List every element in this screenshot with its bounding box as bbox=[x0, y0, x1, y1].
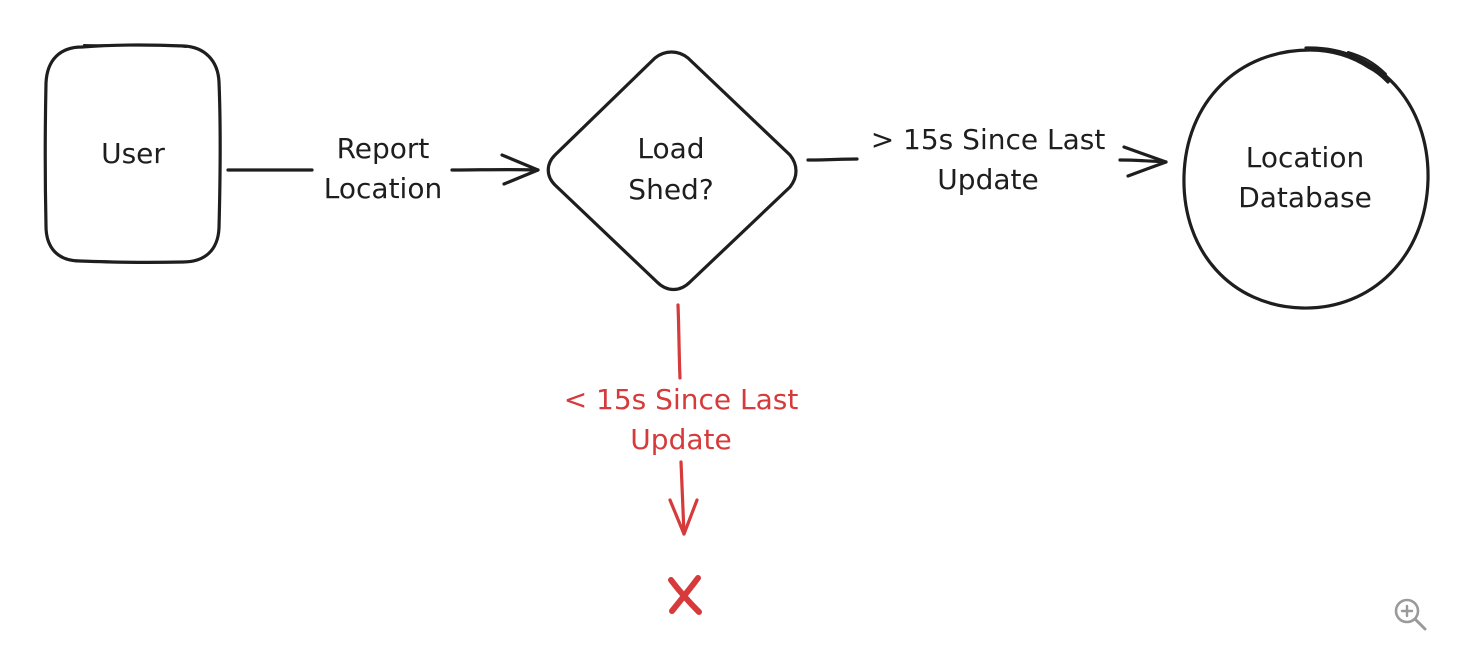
user-label: User bbox=[101, 137, 165, 170]
edge-accepted: > 15s Since Last Update bbox=[806, 123, 1168, 196]
location-database-label-1: Location bbox=[1246, 141, 1364, 174]
edge-rejected-label-2: Update bbox=[630, 423, 731, 456]
edge-report-location: Report Location bbox=[226, 132, 540, 205]
edge-accepted-line-a bbox=[806, 157, 859, 162]
edge-accepted-label-2: Update bbox=[937, 163, 1038, 196]
load-shed-label-2: Shed? bbox=[628, 173, 713, 206]
load-shed-node-shape bbox=[546, 50, 798, 292]
location-database-node-overstroke bbox=[1347, 51, 1387, 75]
zoom-in-button[interactable] bbox=[1392, 596, 1428, 632]
edge-rejected: < 15s Since Last Update bbox=[564, 303, 799, 536]
user-node[interactable]: User bbox=[43, 43, 222, 265]
x-icon bbox=[668, 575, 702, 615]
location-database-node[interactable]: Location Database bbox=[1182, 46, 1430, 310]
user-node-shape-overstroke bbox=[83, 44, 187, 48]
zoom-in-icon bbox=[1394, 598, 1427, 631]
user-node-shape bbox=[43, 43, 222, 265]
edge-report-location-label-2: Location bbox=[324, 172, 442, 205]
load-shed-label-1: Load bbox=[637, 132, 704, 165]
location-database-label-2: Database bbox=[1238, 181, 1372, 214]
location-database-node-shape bbox=[1182, 46, 1430, 310]
edge-rejected-arrowhead bbox=[668, 498, 699, 536]
edge-rejected-label-1: < 15s Since Last bbox=[564, 383, 799, 416]
edge-rejected-line-b bbox=[679, 460, 686, 536]
edge-rejected-line-a bbox=[676, 303, 682, 380]
edge-report-location-label-1: Report bbox=[337, 132, 430, 165]
edge-accepted-arrowhead bbox=[1122, 145, 1168, 178]
load-shed-node[interactable]: Load Shed? bbox=[546, 50, 798, 292]
edge-accepted-label-1: > 15s Since Last bbox=[871, 123, 1106, 156]
edge-report-location-arrowhead bbox=[500, 153, 540, 186]
